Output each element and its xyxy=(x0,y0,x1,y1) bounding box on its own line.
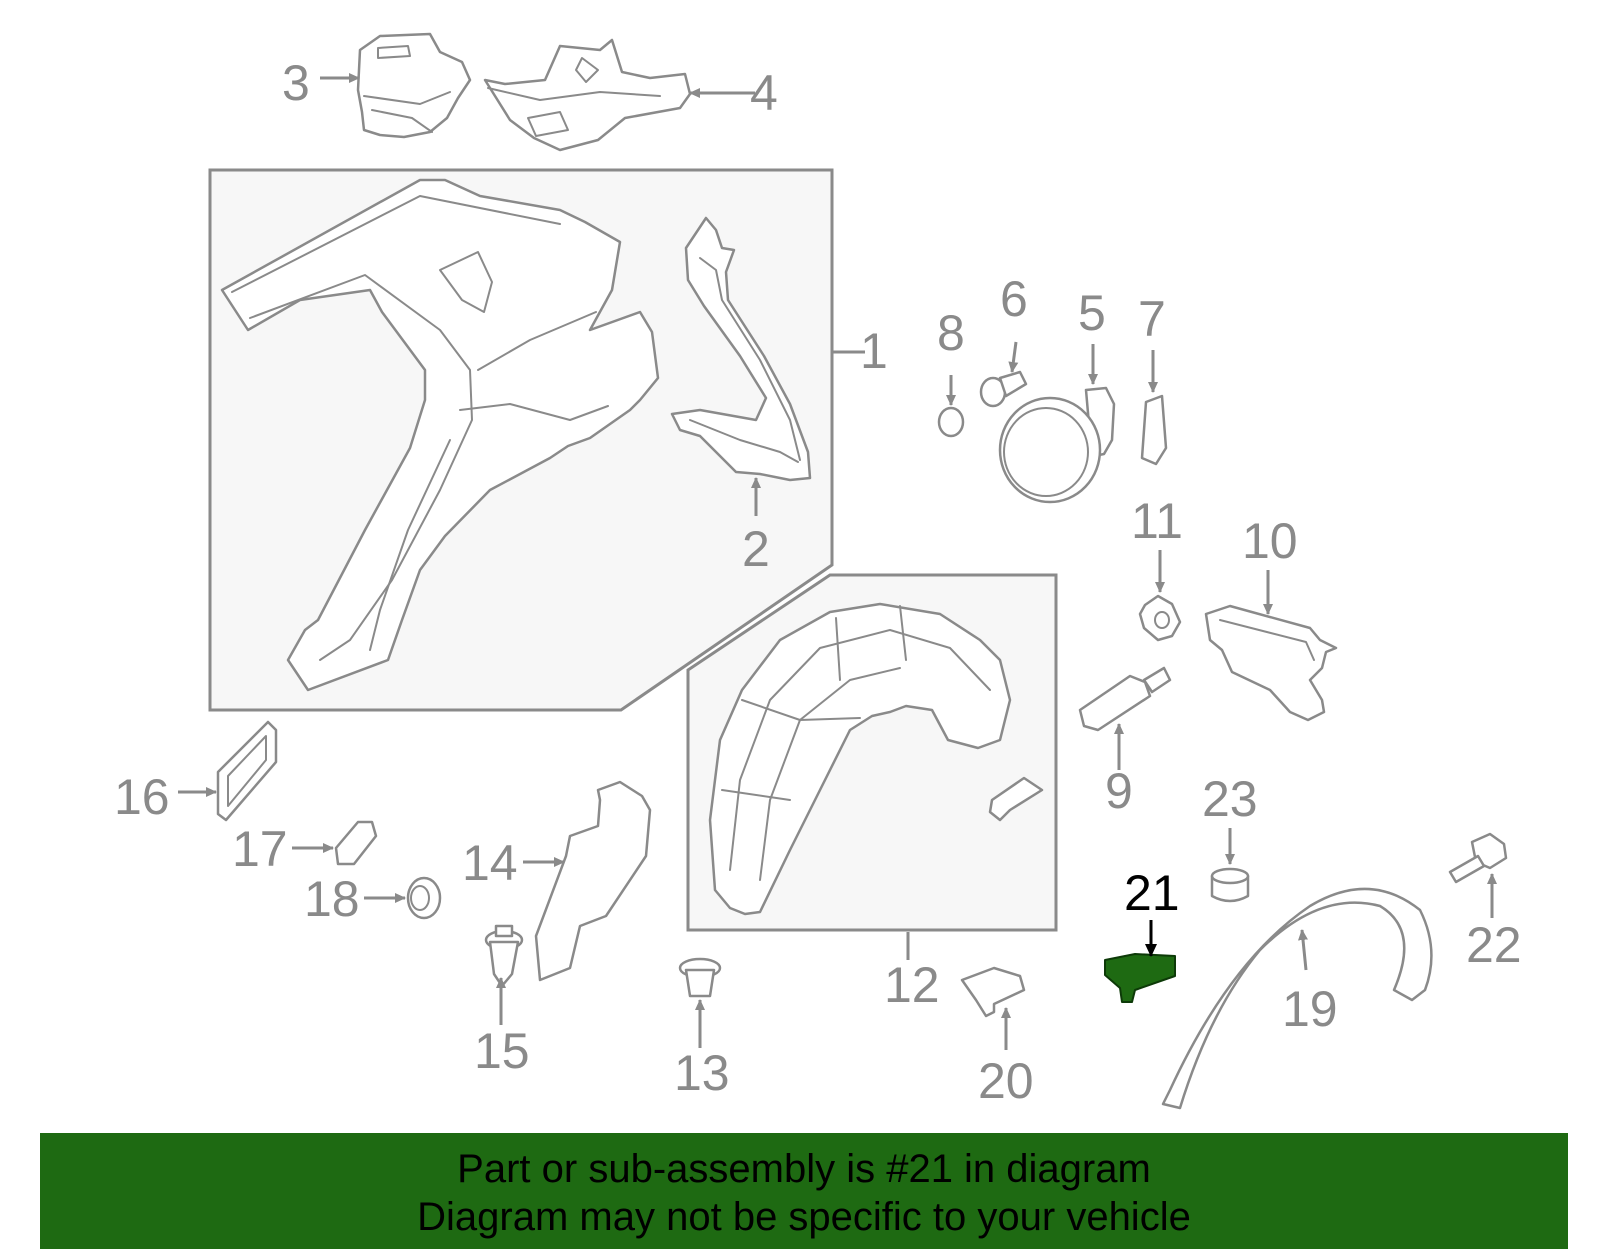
part-23-bumper[interactable] xyxy=(1210,867,1250,903)
callout-7: 7 xyxy=(1138,291,1166,347)
callout-18: 18 xyxy=(304,871,360,927)
callout-15: 15 xyxy=(474,1023,530,1079)
leader-lines xyxy=(178,73,1497,1050)
callout-13: 13 xyxy=(674,1045,730,1101)
part-2-inner-panel[interactable] xyxy=(670,216,812,482)
part-9-plunger[interactable] xyxy=(1078,666,1172,732)
part-6-bolt[interactable] xyxy=(979,370,1028,408)
part-5-fuel-door[interactable] xyxy=(998,386,1116,504)
callout-11: 11 xyxy=(1131,493,1183,549)
liner-clip xyxy=(988,776,1044,822)
callout-23: 23 xyxy=(1202,771,1258,827)
callout-3: 3 xyxy=(282,55,310,111)
banner-line-1: Part or sub-assembly is #21 in diagram xyxy=(457,1147,1151,1191)
callout-14: 14 xyxy=(462,835,518,891)
part-12-wheelhouse-liner[interactable] xyxy=(708,602,1012,916)
part-14-splash-shield[interactable] xyxy=(534,780,652,982)
callout-2: 2 xyxy=(742,521,770,577)
callout-20: 20 xyxy=(978,1053,1034,1109)
callout-12: 12 xyxy=(884,957,940,1013)
part-17-plug[interactable] xyxy=(334,820,378,866)
part-15-push-clip[interactable] xyxy=(484,924,524,988)
part-8-ring[interactable] xyxy=(937,406,965,438)
part-7-pad[interactable] xyxy=(1140,394,1168,466)
part-3-bracket[interactable] xyxy=(356,32,472,139)
callout-21: 21 xyxy=(1124,865,1180,921)
part-21-highlighted-clip[interactable] xyxy=(1104,953,1176,1003)
banner-line-2: Diagram may not be specific to your vehi… xyxy=(417,1195,1191,1239)
part-11-bracket[interactable] xyxy=(1138,594,1182,642)
callout-17: 17 xyxy=(232,821,288,877)
part-22-bolt[interactable] xyxy=(1448,832,1508,884)
part-4-bracket[interactable] xyxy=(483,38,692,152)
part-20-clip[interactable] xyxy=(960,966,1026,1018)
callout-19: 19 xyxy=(1282,981,1338,1037)
part-1-quarter-panel[interactable] xyxy=(220,178,660,692)
callout-labels: 1 2 3 4 5 6 7 8 9 10 11 12 13 14 15 16 1… xyxy=(114,55,1522,1109)
part-13-retainer[interactable] xyxy=(678,957,722,998)
part-16-pad[interactable] xyxy=(216,720,278,822)
part-18-grommet[interactable] xyxy=(406,876,442,920)
callout-4: 4 xyxy=(750,65,778,121)
callout-5: 5 xyxy=(1078,285,1106,341)
info-banner: Part or sub-assembly is #21 in diagram D… xyxy=(40,1133,1568,1249)
callout-1: 1 xyxy=(860,323,888,379)
part-10-actuator[interactable] xyxy=(1204,604,1338,722)
callout-8: 8 xyxy=(937,305,965,361)
callout-22: 22 xyxy=(1466,917,1522,973)
part-19-arch-molding[interactable] xyxy=(1161,887,1433,1110)
callout-6: 6 xyxy=(1000,271,1028,327)
callout-9: 9 xyxy=(1105,763,1133,819)
callout-10: 10 xyxy=(1242,513,1298,569)
callout-16: 16 xyxy=(114,769,170,825)
